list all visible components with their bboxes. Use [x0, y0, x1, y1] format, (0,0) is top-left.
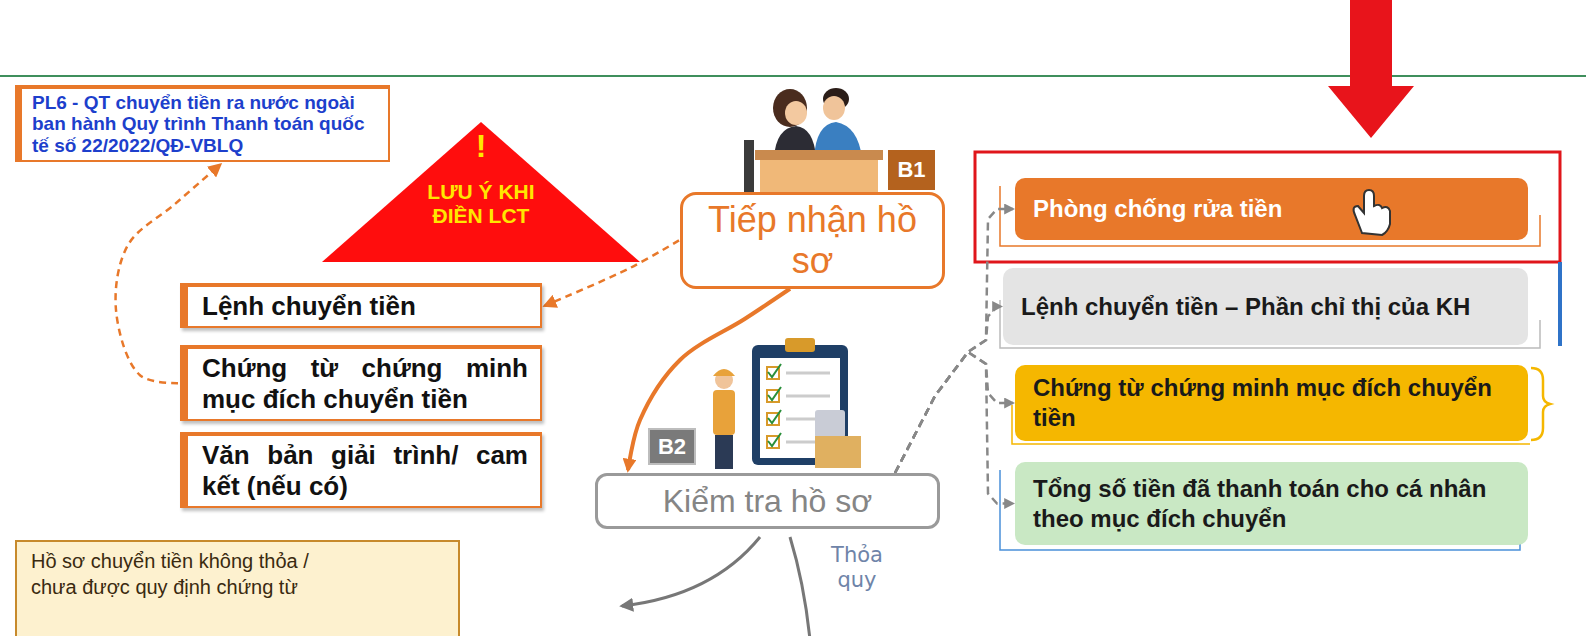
body	[713, 390, 735, 435]
bag	[815, 410, 845, 438]
brace	[1531, 368, 1550, 440]
desk-top	[755, 150, 883, 160]
divider-line	[0, 75, 1586, 77]
note-box: Hồ sơ chuyển tiền không thỏa / chưa được…	[15, 540, 460, 636]
line	[786, 395, 830, 398]
flow-arrow	[628, 289, 790, 470]
outgoing-line	[790, 537, 810, 636]
checklist-illustration	[713, 338, 861, 469]
step-badge: B2	[648, 428, 696, 465]
reference-box: PL6 - QT chuyển tiền ra nước ngoài ban h…	[15, 85, 390, 162]
node-text: Tiếp nhận hồ sơ	[699, 199, 926, 282]
face	[785, 101, 807, 125]
box	[815, 436, 861, 468]
check-item-box: Chứng từ chứng minh mục đích chuyển tiền	[1015, 365, 1528, 441]
node-text: PL6 - QT chuyển tiền ra nước ngoài ban h…	[32, 92, 378, 156]
branch-label: Thỏa quy	[824, 543, 890, 593]
check-item-box: Lệnh chuyển tiền – Phần chỉ thị của KH	[1003, 268, 1528, 345]
face	[823, 96, 845, 120]
highlight-frame	[975, 152, 1560, 262]
node-text: Chứng từ chứng minh mục đích chuyển tiền	[202, 353, 528, 415]
outgoing-arrow	[622, 537, 760, 606]
reception-illustration	[744, 88, 883, 192]
check-item-box: Phòng chống rửa tiền	[1015, 178, 1528, 240]
document-box: Chứng từ chứng minh mục đích chuyển tiền	[180, 345, 542, 421]
node-text: Lệnh chuyển tiền	[202, 291, 528, 322]
node-text: Tổng số tiền đã thanh toán cho cá nhân t…	[1033, 474, 1510, 534]
step-box: Kiểm tra hồ sơ	[595, 473, 940, 529]
node-text: !	[322, 130, 640, 162]
bracket-connector	[895, 307, 1001, 474]
pointer-arrow	[1328, 0, 1414, 138]
triangle-fill	[322, 122, 640, 262]
node-text: Văn bản giải trình/ cam kết (nếu có)	[202, 440, 528, 502]
document-box: Văn bản giải trình/ cam kết (nếu có)	[180, 432, 542, 508]
node-text: Kiểm tra hồ sơ	[614, 482, 921, 520]
checkmarks	[768, 364, 781, 446]
node-text: Chứng từ chứng minh mục đích chuyển tiền	[1033, 373, 1510, 433]
chair	[744, 140, 754, 192]
hair	[773, 89, 807, 127]
warning-triangle: ! LƯU Ý KHI ĐIỀN LCT	[322, 122, 640, 262]
legs	[715, 435, 733, 469]
line	[786, 372, 830, 375]
side-bar	[1558, 262, 1562, 346]
checkboxes	[767, 364, 781, 448]
clip	[785, 338, 815, 352]
desk-front	[760, 160, 878, 192]
document-box: Lệnh chuyển tiền	[180, 283, 542, 328]
check-item-box: Tổng số tiền đã thanh toán cho cá nhân t…	[1015, 462, 1528, 545]
hand-cursor-icon	[1354, 190, 1390, 235]
step-box: Tiếp nhận hồ sơ	[680, 192, 945, 289]
hat	[713, 369, 735, 376]
node-text: Hồ sơ chuyển tiền không thỏa / chưa được…	[31, 548, 328, 600]
step-badge: B1	[888, 150, 935, 190]
node-text: Phòng chống rửa tiền	[1033, 194, 1282, 224]
node-subtext: LƯU Ý KHI ĐIỀN LCT	[406, 180, 556, 228]
node-text: Lệnh chuyển tiền – Phần chỉ thị của KH	[1021, 292, 1470, 322]
